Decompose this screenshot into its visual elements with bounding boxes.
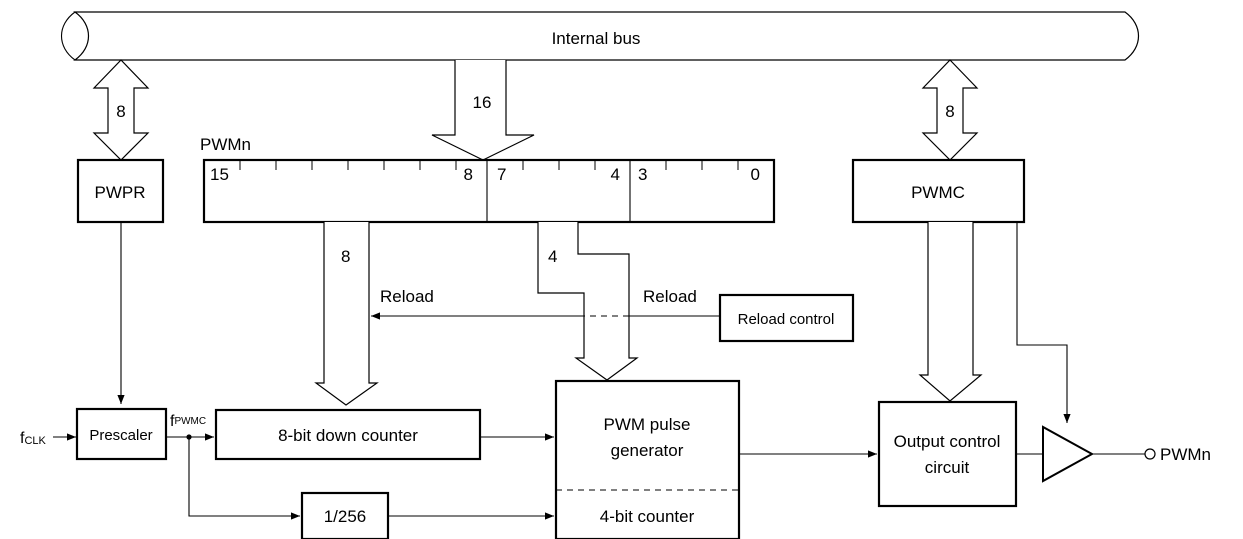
pwm-generator-label-1: PWM pulse: [604, 415, 691, 434]
reload-control-label: Reload control: [738, 311, 835, 328]
bus-width-register: 16: [473, 93, 492, 112]
fpwmc-main: f: [170, 413, 175, 430]
down-counter-label: 8-bit down counter: [278, 426, 418, 445]
reload-label-right: Reload: [643, 287, 697, 306]
pwmc-to-output-bus: [918, 222, 983, 402]
down-counter-block: 8-bit down counter: [214, 408, 482, 461]
reload-control-block: Reload control: [718, 293, 855, 343]
bus-width-pwmc: 8: [945, 102, 954, 121]
width-8-label: 8: [341, 247, 350, 266]
pwmc-to-buffer-line: [1016, 222, 1071, 423]
fclk-label: fCLK: [20, 430, 47, 447]
fpwmc-to-divider-line: [188, 437, 300, 520]
bit-0-label: 0: [751, 165, 760, 184]
pwm-register: 15 8 7 4 3 0: [202, 158, 776, 224]
output-pin-label: PWMn: [1160, 445, 1211, 464]
bus-width-pwpr: 8: [116, 102, 125, 121]
fclk-subscript: CLK: [24, 435, 46, 447]
pwm-generator-label-2: generator: [611, 441, 684, 460]
bus-arrow-pwmc: 8: [921, 59, 979, 161]
divider-block: 1/256: [300, 491, 390, 539]
output-control-label-2: circuit: [925, 458, 970, 477]
pwpr-label: PWPR: [95, 183, 146, 202]
fclk-main: f: [20, 430, 25, 447]
pwmc-register: PWMC: [851, 158, 1026, 224]
bit-8-label: 8: [464, 165, 473, 184]
bus-4bit-to-generator: 4: [537, 222, 639, 381]
internal-bus-label: Internal bus: [552, 29, 641, 48]
pwmc-label: PWMC: [911, 183, 965, 202]
bit-3-label: 3: [638, 165, 647, 184]
bus-arrow-pwpr: 8: [92, 59, 150, 161]
prescaler-label: Prescaler: [89, 427, 152, 444]
register-ticks: [239, 160, 739, 170]
output-control-block: Output control circuit: [877, 400, 1018, 508]
prescaler-block: Prescaler: [75, 407, 168, 461]
output-buffer-triangle: [1042, 425, 1095, 483]
bit4-counter-label: 4-bit counter: [600, 507, 695, 526]
fpwmc-label: fPWMC: [170, 413, 206, 430]
output-control-label-1: Output control: [894, 432, 1001, 451]
bus-8bit-to-counter: 8: [314, 222, 379, 406]
fpwmc-subscript: PWMC: [174, 416, 206, 427]
pwpr-register: PWPR: [76, 158, 165, 224]
bit-7-label: 7: [497, 165, 506, 184]
register-name: PWMn: [200, 135, 251, 154]
bus-arrow-pwm-register: 16: [431, 60, 535, 161]
bit-15-label: 15: [210, 165, 229, 184]
bit-4-label: 4: [611, 165, 620, 184]
width-4-label: 4: [548, 247, 557, 266]
reload-label-left: Reload: [380, 287, 434, 306]
divider-label: 1/256: [324, 507, 367, 526]
output-pin-circle: [1144, 448, 1156, 460]
internal-bus: Internal bus: [61, 11, 1139, 61]
pwm-generator-block: PWM pulse generator 4-bit counter: [554, 379, 741, 539]
